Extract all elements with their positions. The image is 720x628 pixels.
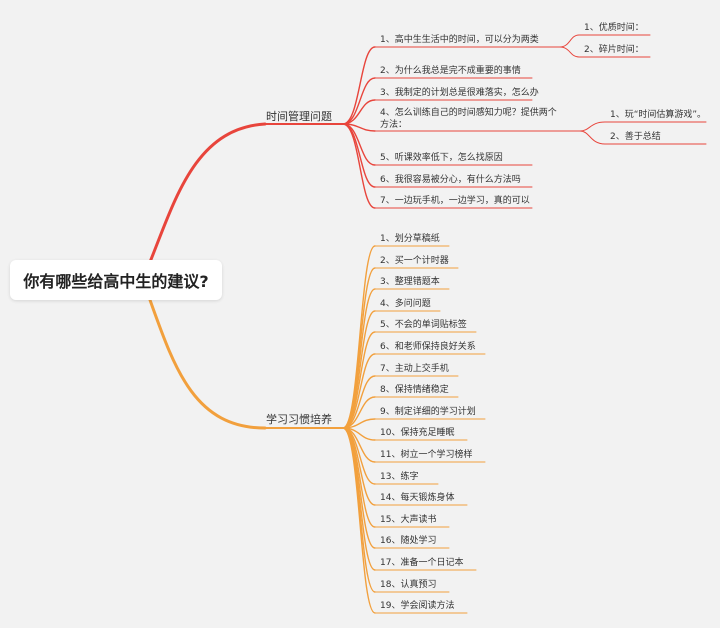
branch-time-item-5[interactable]: 5、听课效率低下，怎么找原因 bbox=[380, 153, 503, 163]
branch-habit-item-1[interactable]: 1、划分草稿纸 bbox=[380, 234, 440, 244]
branch-time-item-3[interactable]: 3、我制定的计划总是很难落实，怎么办 bbox=[380, 88, 539, 98]
branch-time-item-4-child-connector-2 bbox=[579, 130, 606, 145]
branch-study-habits[interactable]: 学习习惯培养 bbox=[266, 413, 332, 426]
branch-time-connector-1 bbox=[342, 46, 376, 125]
branch-time-connector-3 bbox=[342, 99, 376, 125]
branch-habit-item-10[interactable]: 10、保持充足睡眠 bbox=[380, 428, 455, 438]
branch-time-connector-6 bbox=[342, 123, 376, 188]
branch-habit-item-7[interactable]: 7、主动上交手机 bbox=[380, 364, 449, 374]
branch-time-item-4-child-2[interactable]: 2、善于总结 bbox=[610, 132, 661, 142]
branch-habit-item-13[interactable]: 14、每天锻炼身体 bbox=[380, 493, 455, 503]
branch-habit-item-3[interactable]: 3、整理错题本 bbox=[380, 277, 440, 287]
root-node[interactable]: 你有哪些给高中生的建议? bbox=[10, 260, 222, 300]
branch-time-item-2[interactable]: 2、为什么我总是完不成重要的事情 bbox=[380, 66, 521, 76]
branch-habit-item-12[interactable]: 13、练字 bbox=[380, 472, 419, 482]
branch-time-item-1-child-connector-1 bbox=[559, 34, 580, 48]
branch-habit-connector-6 bbox=[342, 353, 376, 429]
branch-habit-connector-18 bbox=[342, 427, 376, 614]
root-to-branch-habit-curve bbox=[148, 298, 267, 430]
branch-habit-item-14[interactable]: 15、大声读书 bbox=[380, 515, 437, 525]
branch-time-item-6[interactable]: 6、我很容易被分心，有什么方法吗 bbox=[380, 175, 521, 185]
branch-habit-item-9[interactable]: 9、制定详细的学习计划 bbox=[380, 407, 476, 417]
branch-time-connector-7 bbox=[342, 123, 376, 209]
branch-time-management[interactable]: 时间管理问题 bbox=[266, 110, 332, 123]
branch-time-item-1[interactable]: 1、高中生生活中的时间，可以分为两类 bbox=[380, 35, 539, 45]
branch-time-item-1-child-2[interactable]: 2、碎片时间： bbox=[584, 45, 644, 55]
branch-time-item-1-child-1[interactable]: 1、优质时间： bbox=[584, 23, 644, 33]
branch-habit-item-6[interactable]: 6、和老师保持良好关系 bbox=[380, 342, 476, 352]
branch-time-item-4-child-1[interactable]: 1、玩“时间估算游戏”。 bbox=[610, 110, 707, 120]
root-to-branch-time-curve bbox=[148, 122, 267, 264]
branch-habit-connector-5 bbox=[342, 331, 376, 429]
branch-habit-item-17[interactable]: 18、认真预习 bbox=[380, 580, 437, 590]
branch-habit-item-11[interactable]: 11、树立一个学习榜样 bbox=[380, 450, 473, 460]
branch-habit-item-18[interactable]: 19、学会阅读方法 bbox=[380, 601, 455, 611]
branch-habit-item-16[interactable]: 17、准备一个日记本 bbox=[380, 558, 464, 568]
branch-time-connector-2 bbox=[342, 77, 376, 125]
branch-habit-item-5[interactable]: 5、不会的单词贴标签 bbox=[380, 320, 467, 330]
branch-habit-item-15[interactable]: 16、随处学习 bbox=[380, 536, 437, 546]
branch-time-item-4-child-connector-1 bbox=[579, 121, 606, 132]
branch-habit-item-8[interactable]: 8、保持情绪稳定 bbox=[380, 385, 449, 395]
branch-time-item-1-child-connector-2 bbox=[559, 46, 580, 58]
branch-time-item-7[interactable]: 7、一边玩手机，一边学习，真的可以 bbox=[380, 196, 530, 206]
branch-time-item-4[interactable]: 4、怎么训练自己的时间感知力呢？提供两个方法： bbox=[380, 108, 557, 130]
branch-habit-item-2[interactable]: 2、买一个计时器 bbox=[380, 256, 449, 266]
branch-habit-item-4[interactable]: 4、多问问题 bbox=[380, 299, 431, 309]
